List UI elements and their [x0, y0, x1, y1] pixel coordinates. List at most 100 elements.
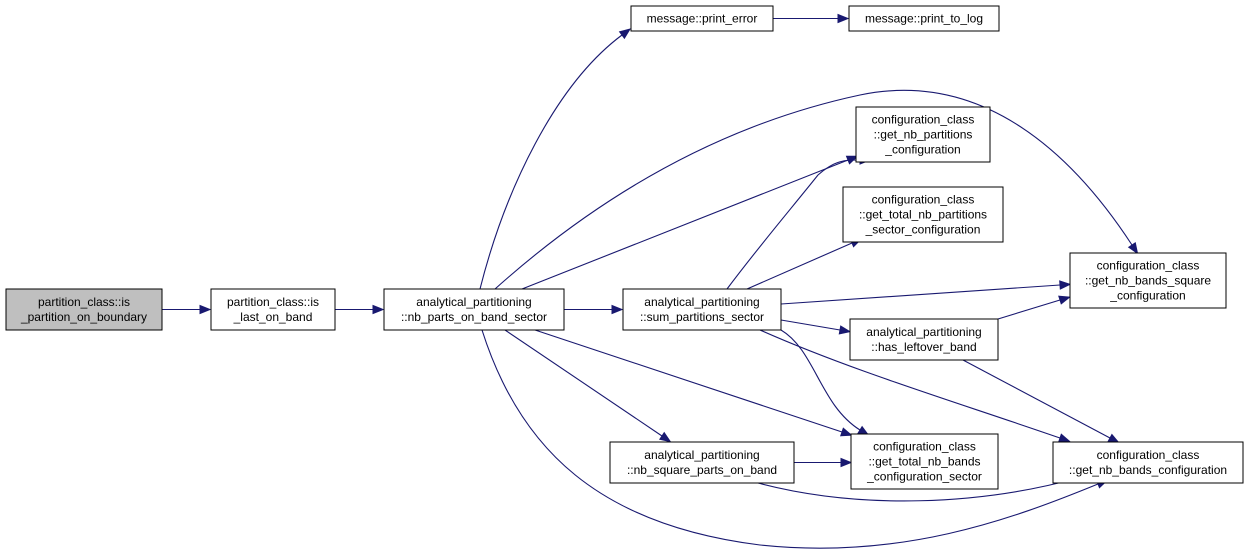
- node-label-line: _sector_configuration: [865, 223, 981, 237]
- arrow-head-icon: [840, 457, 853, 468]
- edge-line: [759, 329, 1061, 439]
- node-label-line: configuration_class: [1097, 448, 1200, 462]
- node-label-line: ::get_nb_bands_configuration: [1069, 463, 1227, 477]
- node-label-line: _configuration_sector: [866, 470, 982, 484]
- edge-sum_partitions_sector-to-get_nb_bands_square_configuration: [780, 280, 1072, 305]
- node-box: [5, 288, 163, 331]
- node-box: [622, 288, 782, 331]
- node-nb_square_parts_on_band[interactable]: analytical_partitioning::nb_square_parts…: [609, 441, 795, 484]
- edge-line: [780, 284, 1061, 305]
- edge-line: [521, 159, 849, 290]
- edge-nb_parts_on_band_sector-to-get_total_nb_bands_configuration_sector: [534, 329, 853, 437]
- node-print_to_log[interactable]: message::print_to_log: [848, 5, 1000, 32]
- node-label-line: _last_on_band: [233, 310, 313, 324]
- node-is_last_on_band[interactable]: partition_class::is_last_on_band: [210, 288, 336, 331]
- node-box: [630, 5, 774, 32]
- node-label-line: ::sum_partitions_sector: [640, 310, 764, 324]
- node-label-line: analytical_partitioning: [644, 448, 759, 462]
- node-sum_partitions_sector[interactable]: analytical_partitioning::sum_partitions_…: [622, 288, 782, 331]
- node-label-line: ::has_leftover_band: [871, 340, 976, 354]
- node-label-line: _configuration: [884, 143, 960, 157]
- edge-is_partition_on_boundary-to-is_last_on_band: [162, 304, 212, 315]
- edge-has_leftover_band-to-get_nb_bands_square_configuration: [997, 295, 1071, 320]
- node-box: [848, 5, 1000, 32]
- edge-is_last_on_band-to-nb_parts_on_band_sector: [335, 304, 385, 315]
- arrow-head-icon: [1127, 241, 1139, 255]
- arrow-head-icon: [199, 304, 212, 315]
- edge-line: [481, 329, 1099, 549]
- edge-line: [746, 242, 853, 290]
- node-label-line: analytical_partitioning: [416, 295, 531, 309]
- node-box: [609, 441, 795, 484]
- node-label-line: configuration_class: [1097, 259, 1200, 273]
- node-label-line: message::print_to_log: [865, 12, 983, 26]
- edge-nb_parts_on_band_sector-to-sum_partitions_sector: [564, 304, 624, 315]
- arrow-head-icon: [837, 13, 850, 24]
- node-label-line: analytical_partitioning: [644, 295, 759, 309]
- edge-line: [962, 359, 1111, 439]
- edge-has_leftover_band-to-get_nb_bands_configuration: [962, 359, 1120, 444]
- edge-nb_parts_on_band_sector-to-print_error: [479, 28, 632, 290]
- edge-nb_square_parts_on_band-to-get_total_nb_bands_configuration_sector: [794, 457, 853, 468]
- node-print_error[interactable]: message::print_error: [630, 5, 774, 32]
- node-get_total_nb_bands_configuration_sector[interactable]: configuration_class::get_total_nb_bands_…: [850, 433, 999, 490]
- edge-line: [780, 319, 841, 331]
- node-label-line: ::get_nb_bands_square: [1085, 274, 1211, 288]
- edge-nb_parts_on_band_sector-to-get_nb_partitions_configuration: [521, 155, 859, 290]
- edge-line: [534, 329, 843, 433]
- arrow-head-icon: [1059, 280, 1072, 290]
- nodes-layer: partition_class::is_partition_on_boundar…: [5, 5, 1244, 490]
- node-box: [842, 186, 1004, 243]
- node-label-line: partition_class::is: [38, 295, 130, 309]
- node-label-line: _configuration: [1109, 289, 1185, 303]
- node-label-line: configuration_class: [873, 440, 976, 454]
- node-box: [1069, 252, 1227, 309]
- arrow-head-icon: [839, 427, 853, 437]
- node-nb_parts_on_band_sector[interactable]: analytical_partitioning::nb_parts_on_ban…: [383, 288, 565, 331]
- node-label-line: ::nb_square_parts_on_band: [627, 463, 777, 477]
- node-label-line: configuration_class: [872, 113, 975, 127]
- node-box: [855, 106, 991, 163]
- node-label-line: ::get_total_nb_bands: [868, 455, 980, 469]
- node-label-line: partition_class::is: [227, 295, 319, 309]
- arrow-head-icon: [838, 325, 852, 335]
- node-box: [1052, 441, 1244, 484]
- node-get_total_nb_partitions_sector_configuration[interactable]: configuration_class::get_total_nb_partit…: [842, 186, 1004, 243]
- edge-nb_parts_on_band_sector-to-get_nb_bands_square_configuration: [494, 89, 1139, 290]
- node-label-line: _partition_on_boundary: [20, 310, 147, 324]
- arrow-head-icon: [372, 304, 385, 315]
- node-label-line: ::get_total_nb_partitions: [859, 208, 987, 222]
- node-box: [210, 288, 336, 331]
- node-get_nb_partitions_configuration[interactable]: configuration_class::get_nb_partitions_c…: [855, 106, 991, 163]
- node-box: [850, 433, 999, 490]
- node-label-line: message::print_error: [647, 12, 758, 26]
- node-get_nb_bands_configuration[interactable]: configuration_class::get_nb_bands_config…: [1052, 441, 1244, 484]
- node-is_partition_on_boundary[interactable]: partition_class::is_partition_on_boundar…: [5, 288, 163, 331]
- node-label-line: ::nb_parts_on_band_sector: [401, 310, 547, 324]
- arrow-head-icon: [611, 304, 624, 315]
- node-label-line: ::get_nb_partitions: [874, 128, 973, 142]
- node-box: [849, 318, 999, 361]
- edges-layer: [162, 13, 1139, 549]
- edge-line: [997, 299, 1061, 320]
- arrow-head-icon: [658, 431, 672, 443]
- edge-line: [726, 159, 861, 290]
- node-box: [383, 288, 565, 331]
- node-label-line: configuration_class: [872, 193, 975, 207]
- edge-print_error-to-print_to_log: [773, 13, 850, 24]
- node-has_leftover_band[interactable]: analytical_partitioning::has_leftover_ba…: [849, 318, 999, 361]
- arrow-head-icon: [1058, 295, 1071, 305]
- arrow-head-icon: [1057, 433, 1071, 443]
- edge-line: [504, 329, 663, 437]
- edge-nb_parts_on_band_sector-to-get_nb_bands_configuration: [481, 329, 1109, 549]
- edge-nb_parts_on_band_sector-to-nb_square_parts_on_band: [504, 329, 672, 443]
- edge-line: [494, 89, 1133, 290]
- arrow-head-icon: [1107, 433, 1120, 444]
- node-label-line: analytical_partitioning: [866, 325, 981, 339]
- arrow-head-icon: [618, 28, 632, 40]
- edge-line: [757, 477, 1079, 502]
- edge-sum_partitions_sector-to-has_leftover_band: [780, 319, 852, 335]
- node-get_nb_bands_square_configuration[interactable]: configuration_class::get_nb_bands_square…: [1069, 252, 1227, 309]
- edge-line: [780, 329, 861, 431]
